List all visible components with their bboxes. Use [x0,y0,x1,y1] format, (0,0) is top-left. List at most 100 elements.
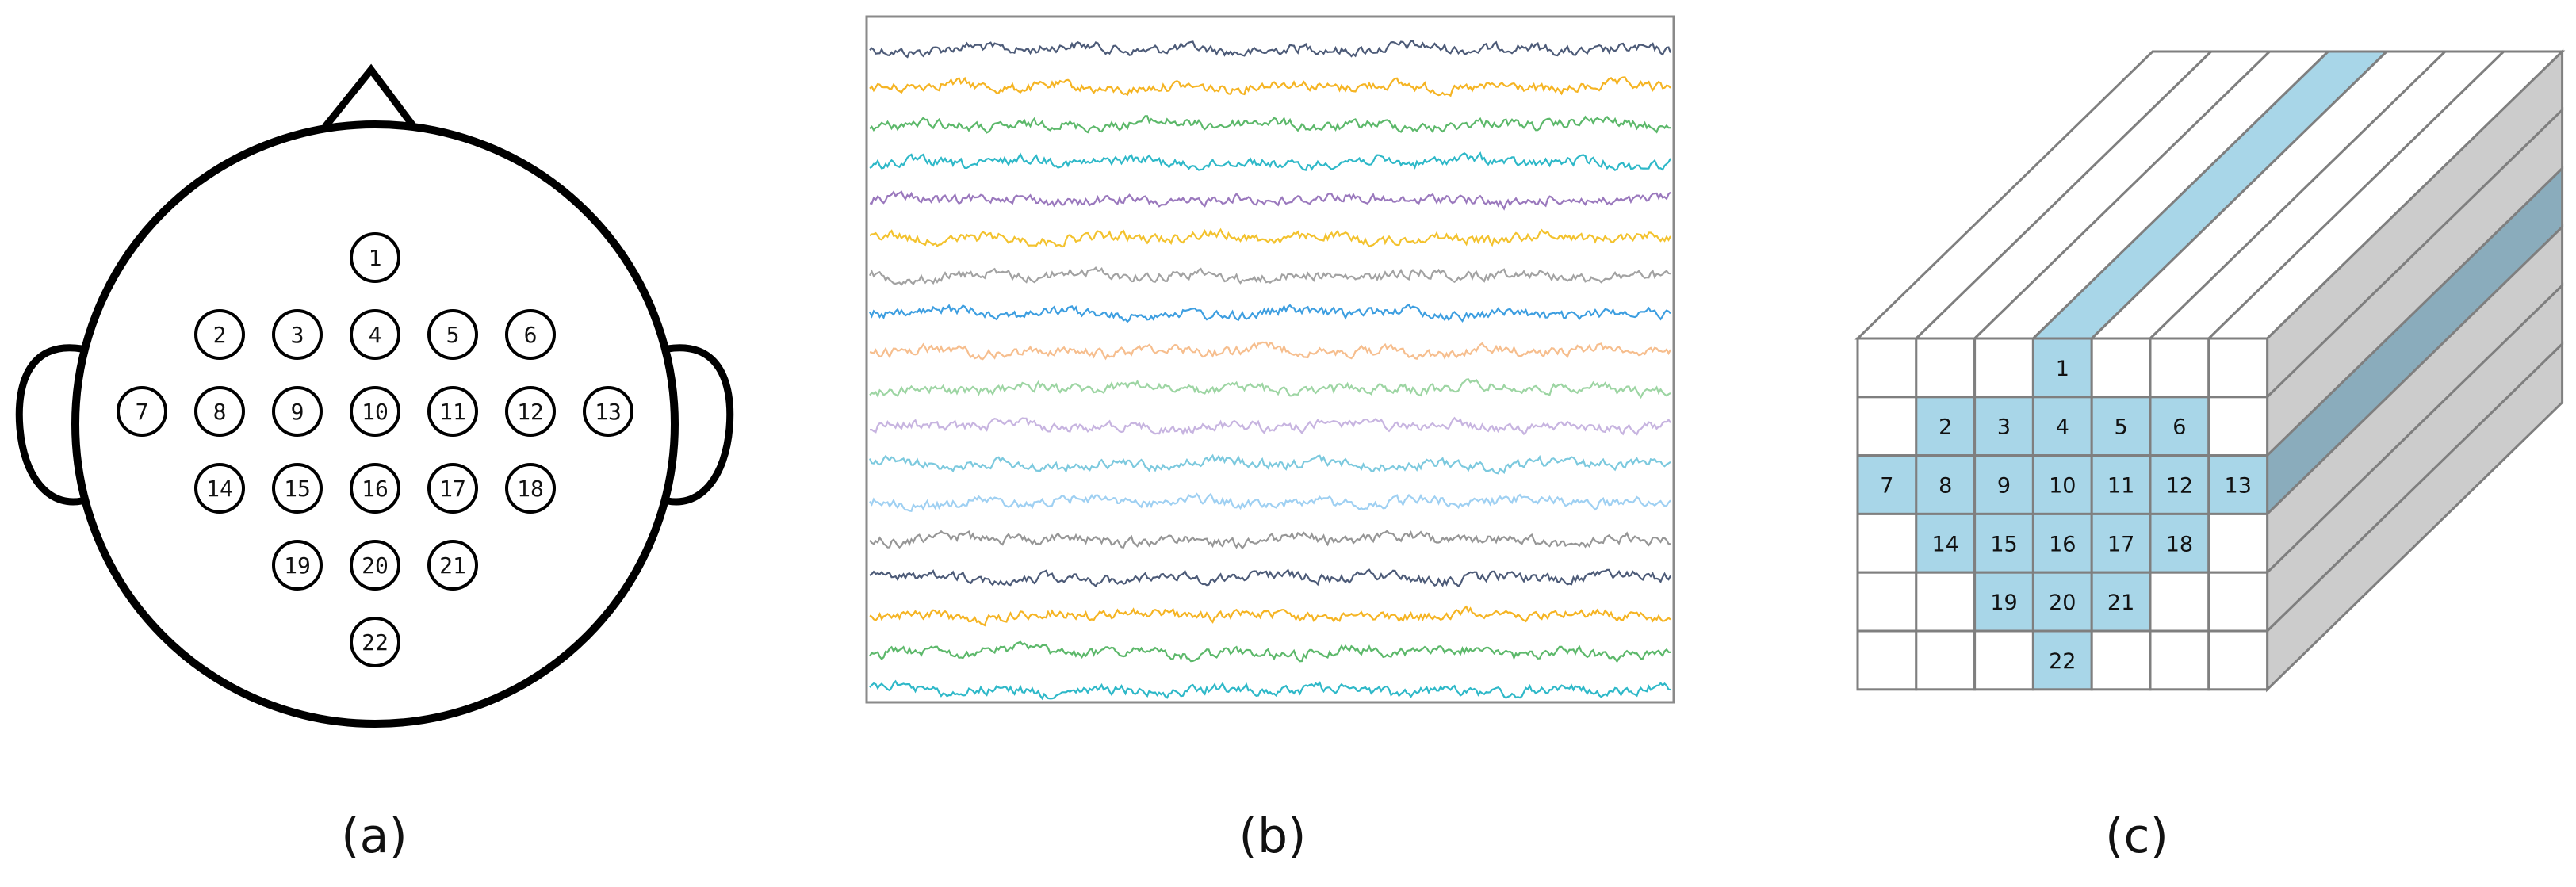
electrode-label: 17 [439,476,466,502]
eeg-trace [869,341,1671,361]
grid-cell-label: 13 [2225,474,2252,499]
eeg-trace [869,640,1671,663]
grid-cell-2: 2 [1915,396,1977,457]
electrode-label: 10 [362,399,389,425]
electrode-17: 17 [427,463,478,514]
electrode-2: 2 [194,309,245,360]
grid-cell-empty [1856,512,1918,574]
electrode-13: 13 [583,386,633,437]
grid-cell-label: 15 [1990,532,2017,556]
grid-cell-empty [2207,571,2269,633]
electrode-label: 7 [136,399,149,425]
grid-cell-12: 12 [2149,454,2210,515]
grid-cell-label: 21 [2107,591,2134,615]
grid-cell-9: 9 [1973,454,2034,515]
grid-cell-empty [1915,337,1977,399]
eeg-trace [869,40,1672,59]
electrode-14: 14 [194,463,245,514]
eeg-trace [869,151,1671,172]
grid-cell-empty [2207,512,2269,574]
grid-cell-empty [2149,629,2210,691]
grid-cell-label: 16 [2049,532,2076,556]
grid-cell-19: 19 [1973,571,2034,633]
electrode-label: 12 [517,399,544,425]
electrode-18: 18 [505,463,556,514]
eeg-trace [869,304,1671,323]
electrode-label: 21 [439,552,466,579]
electrode-20: 20 [350,540,400,591]
grid-cell-15: 15 [1973,512,2034,574]
grid-cell-empty [1915,629,1977,691]
grid-cell-empty [1856,629,1918,691]
grid-cell-14: 14 [1915,512,1977,574]
eeg-trace [869,266,1671,286]
grid-cell-label: 19 [1990,591,2017,615]
grid-cell-label: 18 [2166,532,2193,556]
eeg-trace [869,378,1671,400]
grid-cell-label: 20 [2049,591,2076,615]
grid-cell-label: 12 [2166,474,2193,499]
grid-cell-label: 8 [1939,474,1952,499]
grid-cell-3: 3 [1973,396,2034,457]
grid-cell-label: 2 [1939,415,1952,440]
eeg-trace [869,492,1671,513]
grid-cell-6: 6 [2149,396,2210,457]
grid-cell-empty [2149,571,2210,633]
electrode-label: 15 [284,476,311,502]
electrode-label: 22 [362,629,389,656]
electrode-label: 6 [524,322,538,348]
eeg-trace [869,227,1671,248]
grid-cell-5: 5 [2090,396,2152,457]
grid-cell-8: 8 [1915,454,1977,515]
grid-cell-empty [2207,337,2269,399]
grid-cell-label: 7 [1880,474,1893,499]
grid-cell-empty [1856,396,1918,457]
grid-cell-empty [2149,337,2210,399]
grid-cell-16: 16 [2031,512,2093,574]
eeg-trace [869,605,1671,627]
eeg-trace [869,76,1671,97]
electrode-label: 3 [291,322,304,348]
electrode-label: 18 [517,476,544,502]
electrode-7: 7 [117,386,167,437]
right-ear-icon [667,344,734,506]
electrode-label: 19 [284,552,311,579]
grid-cell-empty [2207,629,2269,691]
electrode-4: 4 [350,309,400,360]
electrode-1: 1 [350,232,400,283]
grid-cell-22: 22 [2031,629,2093,691]
electrode-11: 11 [427,386,478,437]
electrode-21: 21 [427,540,478,591]
grid-cell-4: 4 [2031,396,2093,457]
grid-cell-label: 9 [1997,474,2011,499]
eeg-trace [869,530,1671,550]
grid-cell-11: 11 [2090,454,2152,515]
eeg-trace [868,453,1671,475]
grid-cell-empty [1973,629,2034,691]
grid-cell-20: 20 [2031,571,2093,633]
electrode-label: 4 [369,322,382,348]
electrode-label: 2 [213,322,227,348]
electrode-8: 8 [194,386,245,437]
grid-cell-17: 17 [2090,512,2152,574]
eeg-trace [869,568,1671,588]
electrode-label: 9 [291,399,304,425]
grid-cell-empty [1973,337,2034,399]
electrode-label: 14 [206,476,233,502]
grid-cell-empty [1856,571,1918,633]
grid-cell-label: 1 [2056,357,2069,381]
grid-cell-21: 21 [2090,571,2152,633]
caption-c: (c) [2105,809,2168,864]
grid-cell-empty [2207,396,2269,457]
grid-cell-label: 14 [1932,532,1959,556]
eeg-trace [870,416,1671,436]
electrode-16: 16 [350,463,400,514]
electrode-label: 11 [439,399,466,425]
grid-cell-7: 7 [1856,454,1918,515]
grid-cell-13: 13 [2207,454,2269,515]
left-ear-icon [15,344,82,506]
electrode-label: 13 [595,399,622,425]
electrode-3: 3 [272,309,323,360]
